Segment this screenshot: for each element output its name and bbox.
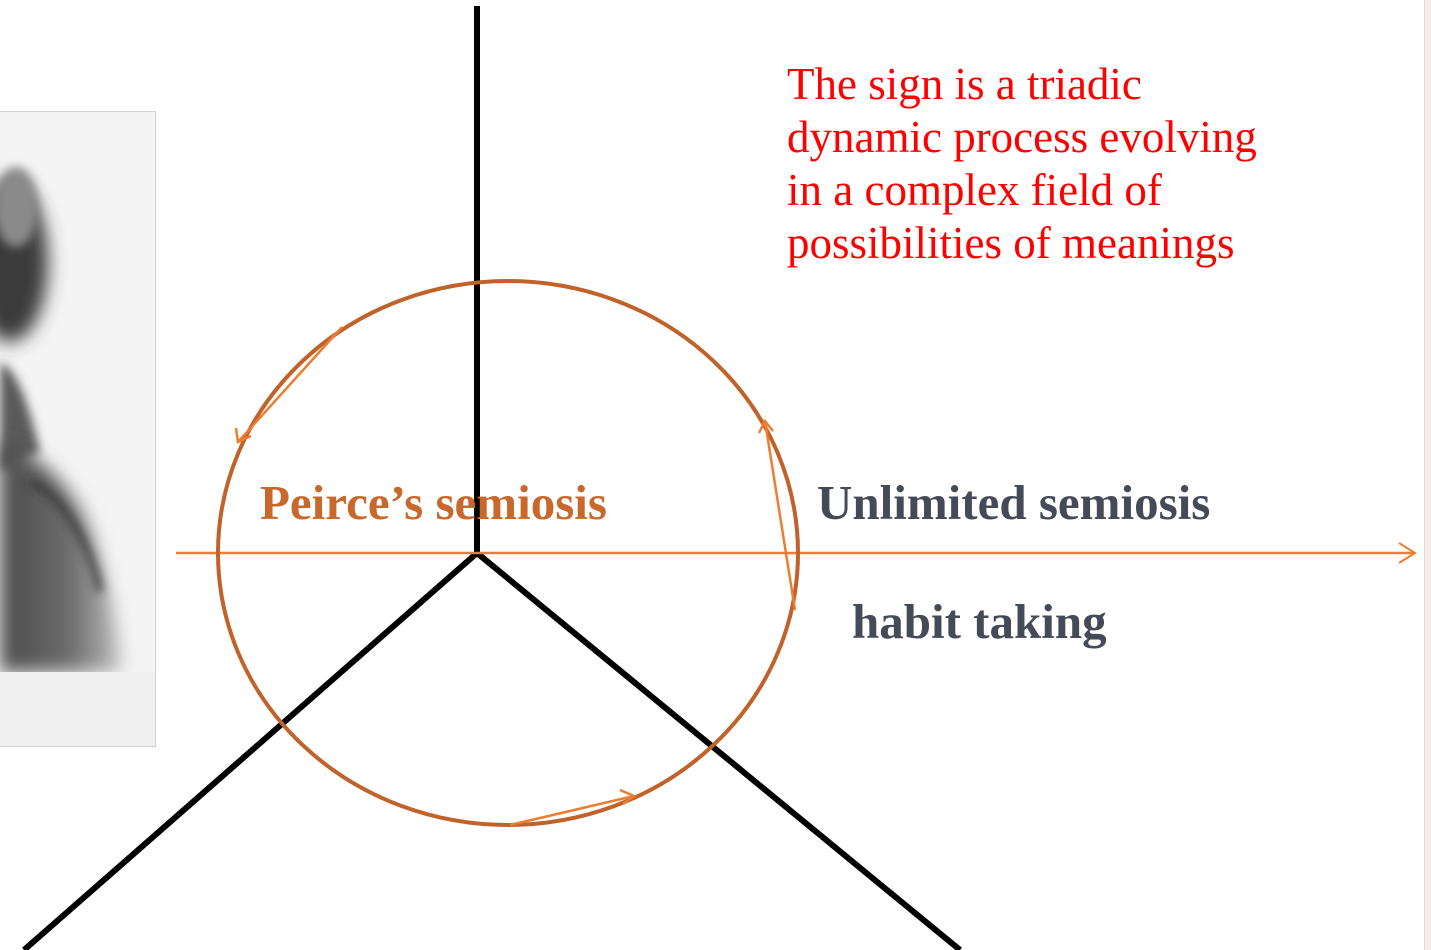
triad-line-right [475, 550, 962, 950]
circulation-arrow-top-left [234, 326, 343, 444]
description-line: The sign is a triadic [787, 59, 1142, 109]
description-line: possibilities of meanings [787, 218, 1235, 268]
axis-arrowhead-icon [1398, 542, 1417, 564]
sign-description: The sign is a triadic dynamic process ev… [787, 58, 1417, 270]
circulation-arrow-right [757, 418, 797, 611]
circulation-arrow-bottom [509, 788, 637, 827]
habit-taking-label: habit taking [852, 594, 1107, 649]
person-photo-icon [0, 112, 155, 746]
description-line: in a complex field of [787, 165, 1162, 215]
unlimited-semiosis-label: Unlimited semiosis [817, 475, 1211, 530]
peirce-semiosis-label: Peirce’s semiosis [260, 475, 607, 530]
description-line: dynamic process evolving [787, 112, 1257, 162]
triad-line-left [22, 550, 479, 950]
slide-edge-strip [1424, 0, 1431, 950]
semiosis-circle [216, 279, 800, 827]
portrait-photo [0, 111, 156, 747]
